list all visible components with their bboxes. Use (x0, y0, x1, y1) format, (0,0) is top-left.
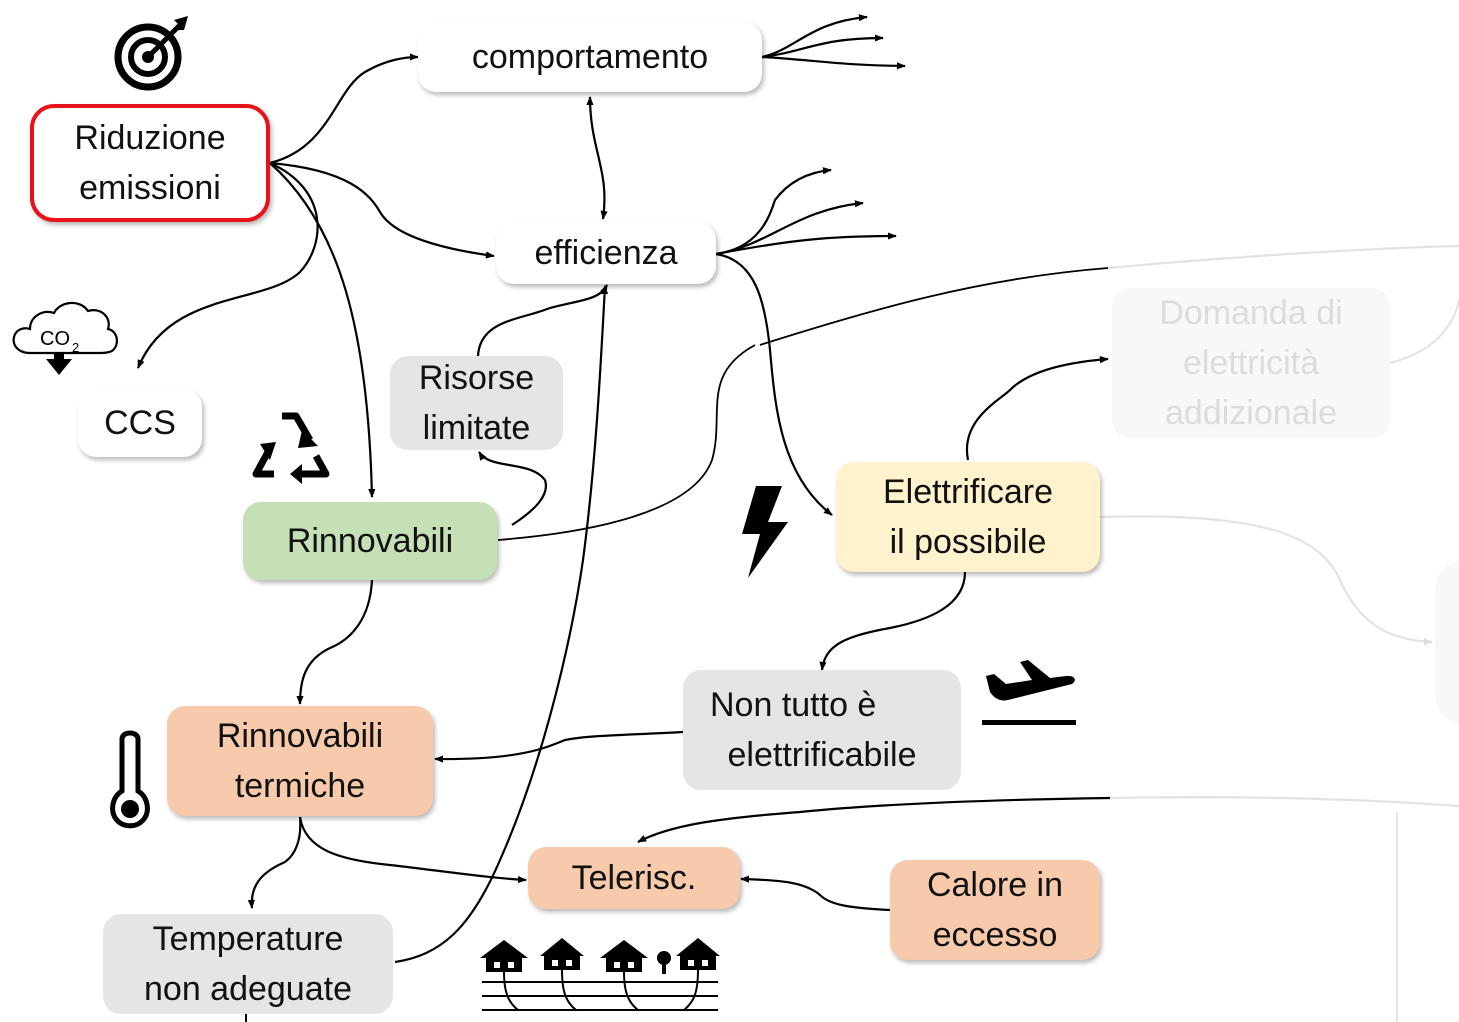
node-label-line: Telerisc. (571, 859, 697, 897)
node-rinnovabili: Rinnovabili (243, 502, 497, 580)
node-risorse-limitate: Risorse limitate (390, 356, 563, 450)
faded-offscreen-node (1435, 560, 1459, 725)
co2-label: CO (40, 328, 70, 350)
node-label-line: Temperature (152, 920, 344, 958)
node-label-line: efficienza (534, 234, 678, 272)
node-label-line: limitate (422, 409, 531, 447)
node-label-line: non adeguate (144, 970, 352, 1008)
node-label-line: emissioni (79, 169, 221, 207)
co2-cloud-icon: CO 2 (12, 301, 118, 375)
node-label-line: comportamento (471, 38, 709, 76)
connectors (136, 14, 1111, 964)
node-temperature-non-adeguate: Temperature non adeguate (103, 914, 393, 1014)
thermometer-icon (110, 730, 150, 829)
node-non-tutto-elettrificabile: Non tutto è elettrificabile (683, 670, 961, 790)
node-label-line: Domanda di (1159, 294, 1343, 332)
node-label-line: Rinnovabili (286, 522, 454, 560)
node-label-line: elettrificabile (727, 736, 917, 774)
district-heating-icon (480, 938, 720, 1011)
node-efficienza: efficienza (496, 222, 716, 284)
node-label-line: Rinnovabili (216, 717, 384, 755)
node-label-line: Non tutto è (710, 686, 877, 724)
co2-subscript: 2 (72, 340, 79, 355)
node-label-line: Risorse (418, 359, 535, 397)
node-riduzione-emissioni: Riduzione emissioni (30, 104, 270, 222)
node-comportamento: comportamento (418, 22, 762, 92)
node-label-line: addizionale (1164, 394, 1338, 432)
node-label-line: eccesso (932, 916, 1058, 954)
node-rinnovabili-termiche: Rinnovabili termiche (167, 706, 433, 816)
node-telerisc: Telerisc. (528, 847, 740, 909)
node-elettrificare: Elettrificare il possibile (836, 462, 1100, 572)
node-label-line: Calore in (926, 866, 1064, 904)
lightning-icon (742, 486, 788, 578)
node-label-line: CCS (104, 404, 176, 442)
node-label-line: elettricità (1182, 344, 1320, 382)
node-label-line: Elettrificare (882, 473, 1054, 511)
recycle-icon (252, 412, 330, 484)
target-icon (114, 16, 188, 91)
node-label-line: termiche (234, 767, 366, 805)
node-calore-in-eccesso: Calore in eccesso (890, 860, 1100, 960)
node-ccs: CCS (78, 389, 202, 457)
node-label-line: Riduzione (74, 119, 226, 157)
node-domanda-elettricita: Domanda di elettricità addizionale (1112, 288, 1390, 438)
faded-connectors (1099, 244, 1459, 808)
airplane-icon (982, 660, 1076, 725)
node-label-line: il possibile (889, 523, 1047, 561)
